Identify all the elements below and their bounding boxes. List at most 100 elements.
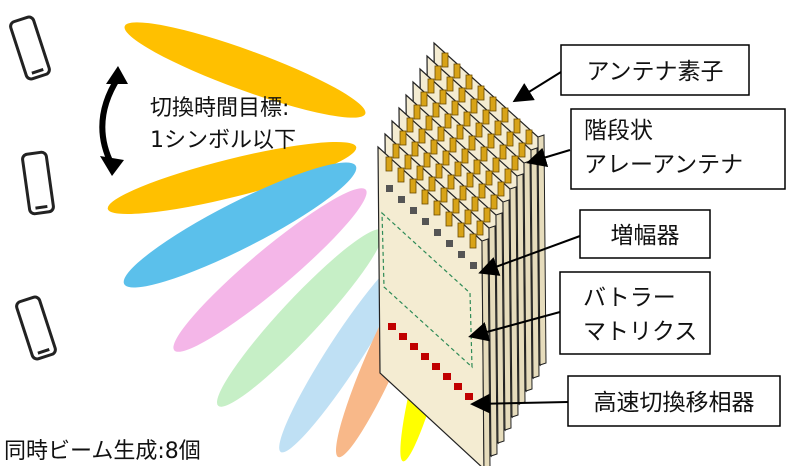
beam-pink bbox=[173, 188, 367, 352]
callout-lines bbox=[468, 71, 581, 414]
antenna-element bbox=[470, 98, 478, 114]
antenna-element bbox=[477, 85, 485, 101]
antenna-element bbox=[490, 194, 498, 210]
antenna-element bbox=[473, 159, 481, 175]
antenna-element bbox=[416, 165, 424, 181]
antenna-element bbox=[392, 143, 400, 159]
callout-amplifier: 増幅器 bbox=[579, 209, 711, 259]
antenna-element bbox=[428, 176, 436, 192]
antenna-element bbox=[480, 146, 488, 162]
callout-label: アレーアンテナ bbox=[584, 152, 743, 178]
antenna-element bbox=[397, 167, 405, 183]
antenna-element bbox=[478, 183, 486, 199]
antenna-element bbox=[411, 141, 419, 157]
panel-edge bbox=[509, 186, 519, 418]
amplifier-block bbox=[410, 207, 417, 214]
antenna-element bbox=[432, 102, 440, 118]
antenna-element bbox=[418, 128, 426, 144]
antenna-element bbox=[440, 187, 448, 203]
antenna-element bbox=[434, 65, 442, 81]
callout-antenna-element: アンテナ素子 bbox=[560, 44, 750, 96]
callout-label: 増幅器 bbox=[611, 223, 680, 249]
antenna-element bbox=[409, 178, 417, 194]
antenna-element bbox=[453, 63, 461, 79]
antenna-element bbox=[454, 161, 462, 177]
antenna-element bbox=[413, 104, 421, 120]
antenna-element bbox=[399, 130, 407, 146]
antenna-element bbox=[506, 131, 514, 147]
antenna-element bbox=[497, 181, 505, 197]
simultaneous-beam-label: 同時ビーム生成:8個 bbox=[4, 439, 201, 464]
antenna-element bbox=[459, 185, 467, 201]
antenna-element bbox=[442, 150, 450, 166]
antenna-element bbox=[457, 222, 465, 238]
antenna-element bbox=[476, 220, 484, 236]
antenna-element bbox=[421, 189, 429, 205]
callout-phase-shifter: 高速切換移相器 bbox=[567, 375, 781, 427]
antenna-element bbox=[446, 76, 454, 92]
butler-matrix-region bbox=[381, 211, 473, 369]
antenna-element bbox=[511, 155, 519, 171]
phone-icon bbox=[21, 150, 55, 216]
panel-edge bbox=[516, 173, 526, 405]
antenna-element bbox=[423, 152, 431, 168]
beam-orange-lower bbox=[107, 141, 357, 215]
antenna-array bbox=[377, 41, 547, 466]
antenna-element bbox=[437, 126, 445, 142]
antenna-element bbox=[468, 135, 476, 151]
antenna-element bbox=[458, 87, 466, 103]
antenna-element bbox=[449, 137, 457, 153]
antenna-element bbox=[482, 109, 490, 125]
antenna-element bbox=[447, 174, 455, 190]
callout-label: バトラー bbox=[583, 285, 676, 311]
antenna-element bbox=[494, 120, 502, 136]
antenna-element bbox=[466, 172, 474, 188]
antenna-element bbox=[461, 148, 469, 164]
callout-label: アンテナ素子 bbox=[586, 59, 723, 85]
antenna-element bbox=[439, 89, 447, 105]
panel-edge bbox=[502, 199, 512, 431]
callout-label: マトリクス bbox=[583, 319, 697, 345]
switch-time-label-2: 1シンボル以下 bbox=[150, 128, 296, 153]
amplifier-block bbox=[398, 196, 405, 203]
beam-blue bbox=[123, 162, 357, 288]
beam-green bbox=[216, 229, 384, 407]
phase-shifter-block bbox=[432, 363, 440, 370]
amplifier-block bbox=[422, 218, 429, 225]
panel-edge bbox=[488, 225, 498, 457]
phone-icon bbox=[15, 295, 57, 361]
beam-orange-top bbox=[124, 22, 366, 118]
antenna-element bbox=[487, 133, 495, 149]
antenna-element bbox=[420, 91, 428, 107]
antenna-element bbox=[456, 124, 464, 140]
antenna-element bbox=[444, 113, 452, 129]
antenna-element bbox=[465, 74, 473, 90]
phase-shifter-block bbox=[454, 383, 462, 390]
antenna-element bbox=[525, 129, 533, 145]
callout-butler-matrix: バトラー マトリクス bbox=[559, 271, 711, 355]
antenna-element bbox=[404, 154, 412, 170]
panel-edge bbox=[523, 160, 533, 392]
panel-edge bbox=[530, 147, 540, 379]
antenna-element bbox=[406, 117, 414, 133]
antenna-element bbox=[489, 96, 497, 112]
antenna-element bbox=[483, 207, 491, 223]
amplifier-block bbox=[458, 251, 465, 258]
phase-shifter-block bbox=[410, 343, 418, 350]
antenna-element bbox=[427, 78, 435, 94]
antenna-element bbox=[441, 52, 449, 68]
amplifier-block bbox=[434, 229, 441, 236]
amplifier-block bbox=[386, 185, 393, 192]
antenna-element bbox=[433, 200, 441, 216]
double-arrow-icon bbox=[99, 66, 128, 176]
antenna-element bbox=[513, 118, 521, 134]
phase-shifter-block bbox=[443, 373, 451, 380]
antenna-element bbox=[518, 142, 526, 158]
antenna-element bbox=[430, 139, 438, 155]
phase-shifter-block bbox=[465, 393, 473, 400]
antenna-element bbox=[504, 168, 512, 184]
phase-shifter-block bbox=[388, 323, 396, 330]
phase-shifter-block bbox=[421, 353, 429, 360]
antenna-element bbox=[469, 233, 477, 249]
